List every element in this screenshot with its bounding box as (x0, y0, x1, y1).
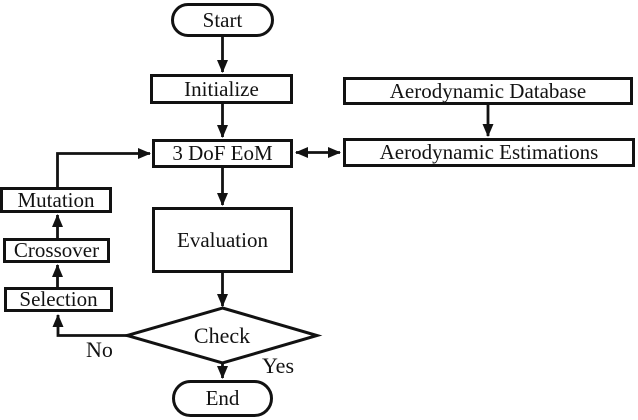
yes-text: Yes (262, 353, 295, 378)
node-evaluation: Evaluation (152, 207, 293, 273)
node-aerodynamic-estimations: Aerodynamic Estimations (343, 138, 635, 167)
node-check-label: Check (172, 325, 272, 347)
node-selection: Selection (4, 287, 113, 312)
node-crossover-label: Crossover (13, 238, 100, 262)
node-end-label: End (205, 386, 240, 410)
node-selection-label: Selection (19, 287, 98, 311)
check-text: Check (193, 323, 251, 348)
node-mutation-label: Mutation (17, 187, 95, 212)
node-aerodynamic-database: Aerodynamic Database (343, 77, 633, 105)
node-end: End (172, 380, 273, 417)
node-start: Start (171, 3, 274, 37)
node-initialize: Initialize (150, 74, 293, 104)
node-3dof-eom-label: 3 DoF EoM (172, 141, 273, 165)
no-text: No (86, 337, 113, 362)
node-check-diamond-shape (121, 306, 323, 365)
edge-label-no: No (86, 339, 113, 361)
node-crossover: Crossover (3, 238, 110, 263)
node-mutation: Mutation (0, 187, 112, 213)
edge-label-yes: Yes (262, 355, 294, 377)
edge-check-selection (52, 314, 127, 337)
edge-mutation-eom (56, 148, 151, 187)
node-3dof-eom: 3 DoF EoM (152, 139, 293, 168)
node-start-label: Start (202, 7, 243, 32)
node-aerodynamic-database-label: Aerodynamic Database (389, 78, 587, 103)
node-evaluation-label: Evaluation (177, 227, 268, 252)
node-initialize-label: Initialize (184, 76, 259, 101)
node-aerodynamic-estimations-label: Aerodynamic Estimations (379, 140, 599, 164)
